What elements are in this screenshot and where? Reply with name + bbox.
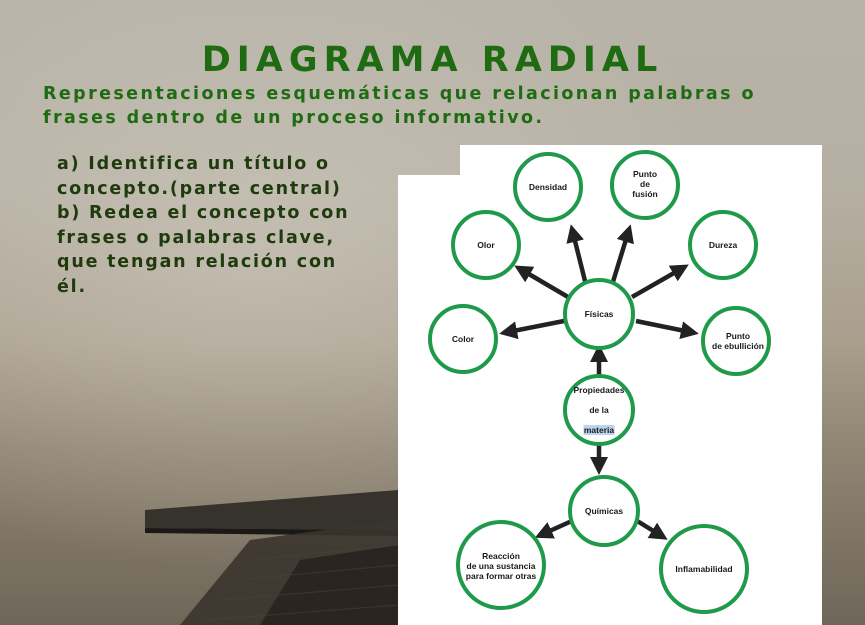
instruction-line: frases o palabras clave, xyxy=(57,227,335,248)
label-inflamabilidad: Inflamabilidad xyxy=(675,564,733,574)
subtitle-line: Representaciones esquemáticas que relaci… xyxy=(43,84,756,104)
node-inflamabilidad xyxy=(659,524,749,614)
node-color xyxy=(428,304,498,374)
subtitle: Representaciones esquemáticas que relaci… xyxy=(43,82,843,130)
arrow-fisicas-to-olor xyxy=(514,265,570,299)
arrow-fisicas-to-punto-fusion xyxy=(609,224,634,286)
instruction-line: él. xyxy=(57,276,87,297)
node-center xyxy=(563,374,635,446)
node-fisicas xyxy=(563,278,635,350)
label-center-line3: materia xyxy=(583,425,615,435)
arrow-fisicas-to-punto-ebullicion xyxy=(635,318,699,340)
arrow-fisicas-to-color xyxy=(499,318,565,340)
label-densidad: Densidad xyxy=(528,182,568,192)
label-punto-fusion: Punto de fusión xyxy=(632,169,658,199)
instruction-line: que tengan relación con xyxy=(57,252,338,272)
node-quimicas xyxy=(568,475,640,547)
node-dureza xyxy=(688,210,758,280)
instruction-line: concepto.(parte central) xyxy=(57,178,342,199)
node-olor xyxy=(451,210,521,280)
subtitle-line: frases dentro de un proceso informativo. xyxy=(43,108,545,128)
node-punto-ebullicion xyxy=(701,306,771,376)
node-reaccion xyxy=(456,520,546,610)
radial-diagram-panel: Densidad Punto de fusión Olor Dureza Col… xyxy=(398,145,822,625)
label-reaccion: Reacción de una sustancia para formar ot… xyxy=(465,551,537,581)
instruction-line: a) Identifica un título o xyxy=(57,154,330,174)
label-quimicas: Químicas xyxy=(584,506,624,516)
label-fisicas: Físicas xyxy=(584,309,614,319)
label-center: Propiedades de la materia xyxy=(573,375,625,445)
arrow-quimicas-to-reaccion xyxy=(534,517,575,539)
label-punto-ebullicion: Punto de ebullición xyxy=(712,331,764,351)
node-punto-fusion xyxy=(610,150,680,220)
page-title: DIAGRAMA RADIAL xyxy=(201,40,664,80)
label-center-line1: Propiedades xyxy=(573,385,625,395)
arrow-fisicas-to-densidad xyxy=(566,224,589,286)
instructions: a) Identifica un título o concepto.(part… xyxy=(57,152,387,299)
instruction-line: b) Redea el concepto con xyxy=(57,203,350,223)
label-olor: Olor xyxy=(477,240,495,250)
arrow-fisicas-to-dureza xyxy=(630,264,689,299)
diagram-graphics xyxy=(428,150,771,614)
label-color: Color xyxy=(451,334,475,344)
label-dureza: Dureza xyxy=(708,240,738,250)
node-densidad xyxy=(513,152,583,222)
label-center-line2: de la xyxy=(589,405,609,415)
